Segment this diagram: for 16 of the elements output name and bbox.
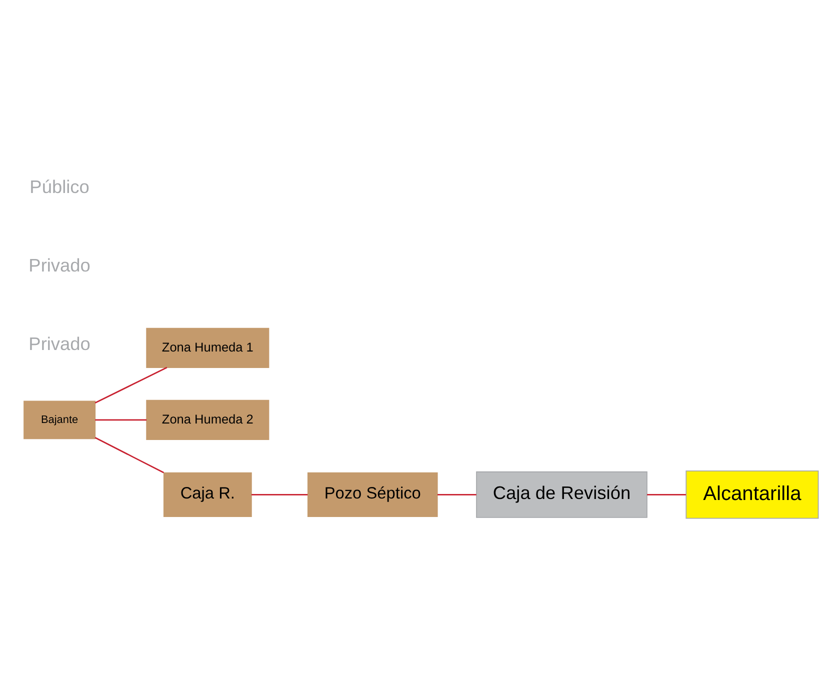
connector bbox=[251, 493, 308, 495]
label: Privado bbox=[28, 333, 90, 354]
node-box: Caja de Revisión bbox=[476, 470, 648, 518]
connector bbox=[647, 493, 686, 495]
label: Público bbox=[30, 176, 90, 196]
node-box: Caja R. bbox=[163, 472, 252, 516]
connector bbox=[94, 436, 164, 473]
connector bbox=[94, 366, 168, 403]
node-box: Zona Humeda 2 bbox=[146, 399, 270, 440]
node-box: Alcantarilla bbox=[686, 470, 819, 518]
node-box: Zona Humeda 1 bbox=[146, 327, 270, 368]
node-box: Pozo Séptico bbox=[307, 472, 438, 516]
node-box: Bajante bbox=[24, 400, 96, 439]
connector bbox=[437, 493, 476, 495]
connector bbox=[95, 418, 147, 420]
label: Privado bbox=[28, 254, 90, 275]
